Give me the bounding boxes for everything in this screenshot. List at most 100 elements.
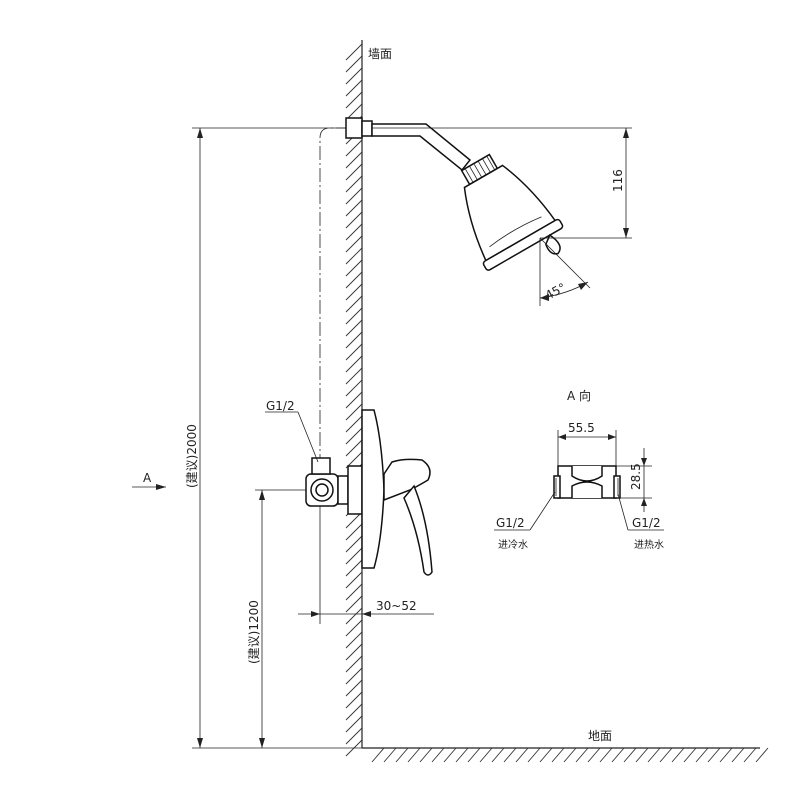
wall-hatch-line (345, 187, 363, 205)
floor-hatch-line (611, 747, 625, 763)
wall-hatch-line (345, 271, 363, 289)
view-a-title: A 向 (567, 388, 591, 403)
floor-hatch-line (695, 747, 709, 763)
thread-callout-main (265, 411, 319, 463)
dim-28-5-label: 28.5 (629, 463, 643, 490)
wall-hatch-line (345, 319, 363, 337)
view-a-arrow (132, 484, 166, 490)
wall-hatch (345, 43, 363, 757)
wall-hatch-line (345, 343, 363, 361)
wall-depth-label: 30~52 (376, 599, 417, 613)
floor-hatch-line (515, 747, 529, 763)
thread-cold-label: G1/2 (496, 516, 525, 530)
floor-hatch-line (635, 747, 649, 763)
wall-hatch-line (345, 223, 363, 241)
dim-1200 (255, 489, 306, 748)
wall-hatch-line (345, 427, 363, 445)
wall-hatch-line (345, 607, 363, 625)
floor-hatch-line (647, 747, 661, 763)
wall-hatch-line (345, 91, 363, 109)
floor-hatch-line (743, 747, 757, 763)
wall-hatch-line (345, 211, 363, 229)
detail-valve (553, 465, 621, 499)
floor-hatch-line (395, 747, 409, 763)
dim-30-52 (298, 506, 434, 624)
floor-hatch-line (503, 747, 517, 763)
dim-116-label: 116 (611, 169, 625, 192)
wall-hatch-line (345, 631, 363, 649)
angle-label: 45° (543, 280, 568, 302)
wall-hatch-line (345, 415, 363, 433)
cold-inlet-callout (494, 491, 556, 531)
wall-hatch-line (345, 175, 363, 193)
floor-hatch-line (431, 747, 445, 763)
dim-28-5 (616, 448, 652, 512)
wall-hatch-line (345, 307, 363, 325)
wall-hatch-line (345, 559, 363, 577)
floor-hatch-line (539, 747, 553, 763)
wall-hatch-line (345, 619, 363, 637)
wall-hatch-line (345, 139, 363, 157)
floor-hatch-line (479, 747, 493, 763)
wall-hatch-line (345, 355, 363, 373)
wall-hatch-line (345, 247, 363, 265)
wall-hatch-line (345, 379, 363, 397)
wall-hatch-line (345, 595, 363, 613)
hot-inlet-callout (617, 493, 664, 531)
floor-hatch-line (443, 747, 457, 763)
wall-hatch-line (345, 727, 363, 745)
floor-hatch-line (419, 747, 433, 763)
shower-head (460, 153, 564, 271)
wall-label: 墙面 (368, 47, 392, 61)
cover-plate (361, 409, 385, 569)
wall-hatch-line (345, 283, 363, 301)
wall-hatch-line (345, 55, 363, 73)
floor-hatch-line (671, 747, 685, 763)
floor-hatch-line (755, 747, 769, 763)
floor-hatch-line (467, 747, 481, 763)
floor-hatch-line (575, 747, 589, 763)
wall-hatch-line (345, 163, 363, 181)
wall-hatch-line (345, 655, 363, 673)
wall-hatch-line (345, 571, 363, 589)
floor-hatch-line (599, 747, 613, 763)
angle-45 (539, 237, 591, 306)
floor-hatch-line (731, 747, 745, 763)
wall-hatch-line (345, 67, 363, 85)
height-total-label: (建议)2000 (185, 424, 199, 488)
floor-hatch-line (659, 747, 673, 763)
wall-hatch-line (345, 43, 363, 61)
wall-hatch-line (345, 679, 363, 697)
wall-hatch-line (345, 151, 363, 169)
wall (345, 40, 363, 757)
wall-hatch-line (345, 691, 363, 709)
shower-arm (345, 117, 472, 172)
wall-hatch-line (345, 643, 363, 661)
cold-inlet-label: 进冷水 (498, 538, 528, 551)
dim-116 (372, 127, 632, 239)
wall-hatch-line (345, 403, 363, 421)
thread-main-label: G1/2 (266, 399, 295, 413)
floor-hatch-line (551, 747, 565, 763)
dim-55-5 (557, 430, 617, 466)
hot-inlet-label: 进热水 (634, 538, 664, 551)
wall-hatch-line (345, 235, 363, 253)
dim-55-5-label: 55.5 (568, 421, 595, 435)
floor-hatch (371, 747, 769, 763)
floor-hatch-line (527, 747, 541, 763)
floor-hatch-line (383, 747, 397, 763)
thread-hot-label: G1/2 (632, 516, 661, 530)
floor-hatch-line (719, 747, 733, 763)
floor-hatch-line (371, 747, 385, 763)
handle-lever (383, 458, 433, 576)
wall-hatch-line (345, 259, 363, 277)
floor-label: 地面 (588, 729, 612, 743)
floor-hatch-line (563, 747, 577, 763)
dim-2000 (192, 127, 362, 749)
valve-body (305, 457, 363, 515)
wall-hatch-line (345, 295, 363, 313)
floor-hatch-line (707, 747, 721, 763)
wall-hatch-line (345, 331, 363, 349)
floor-hatch-line (455, 747, 469, 763)
wall-hatch-line (345, 667, 363, 685)
